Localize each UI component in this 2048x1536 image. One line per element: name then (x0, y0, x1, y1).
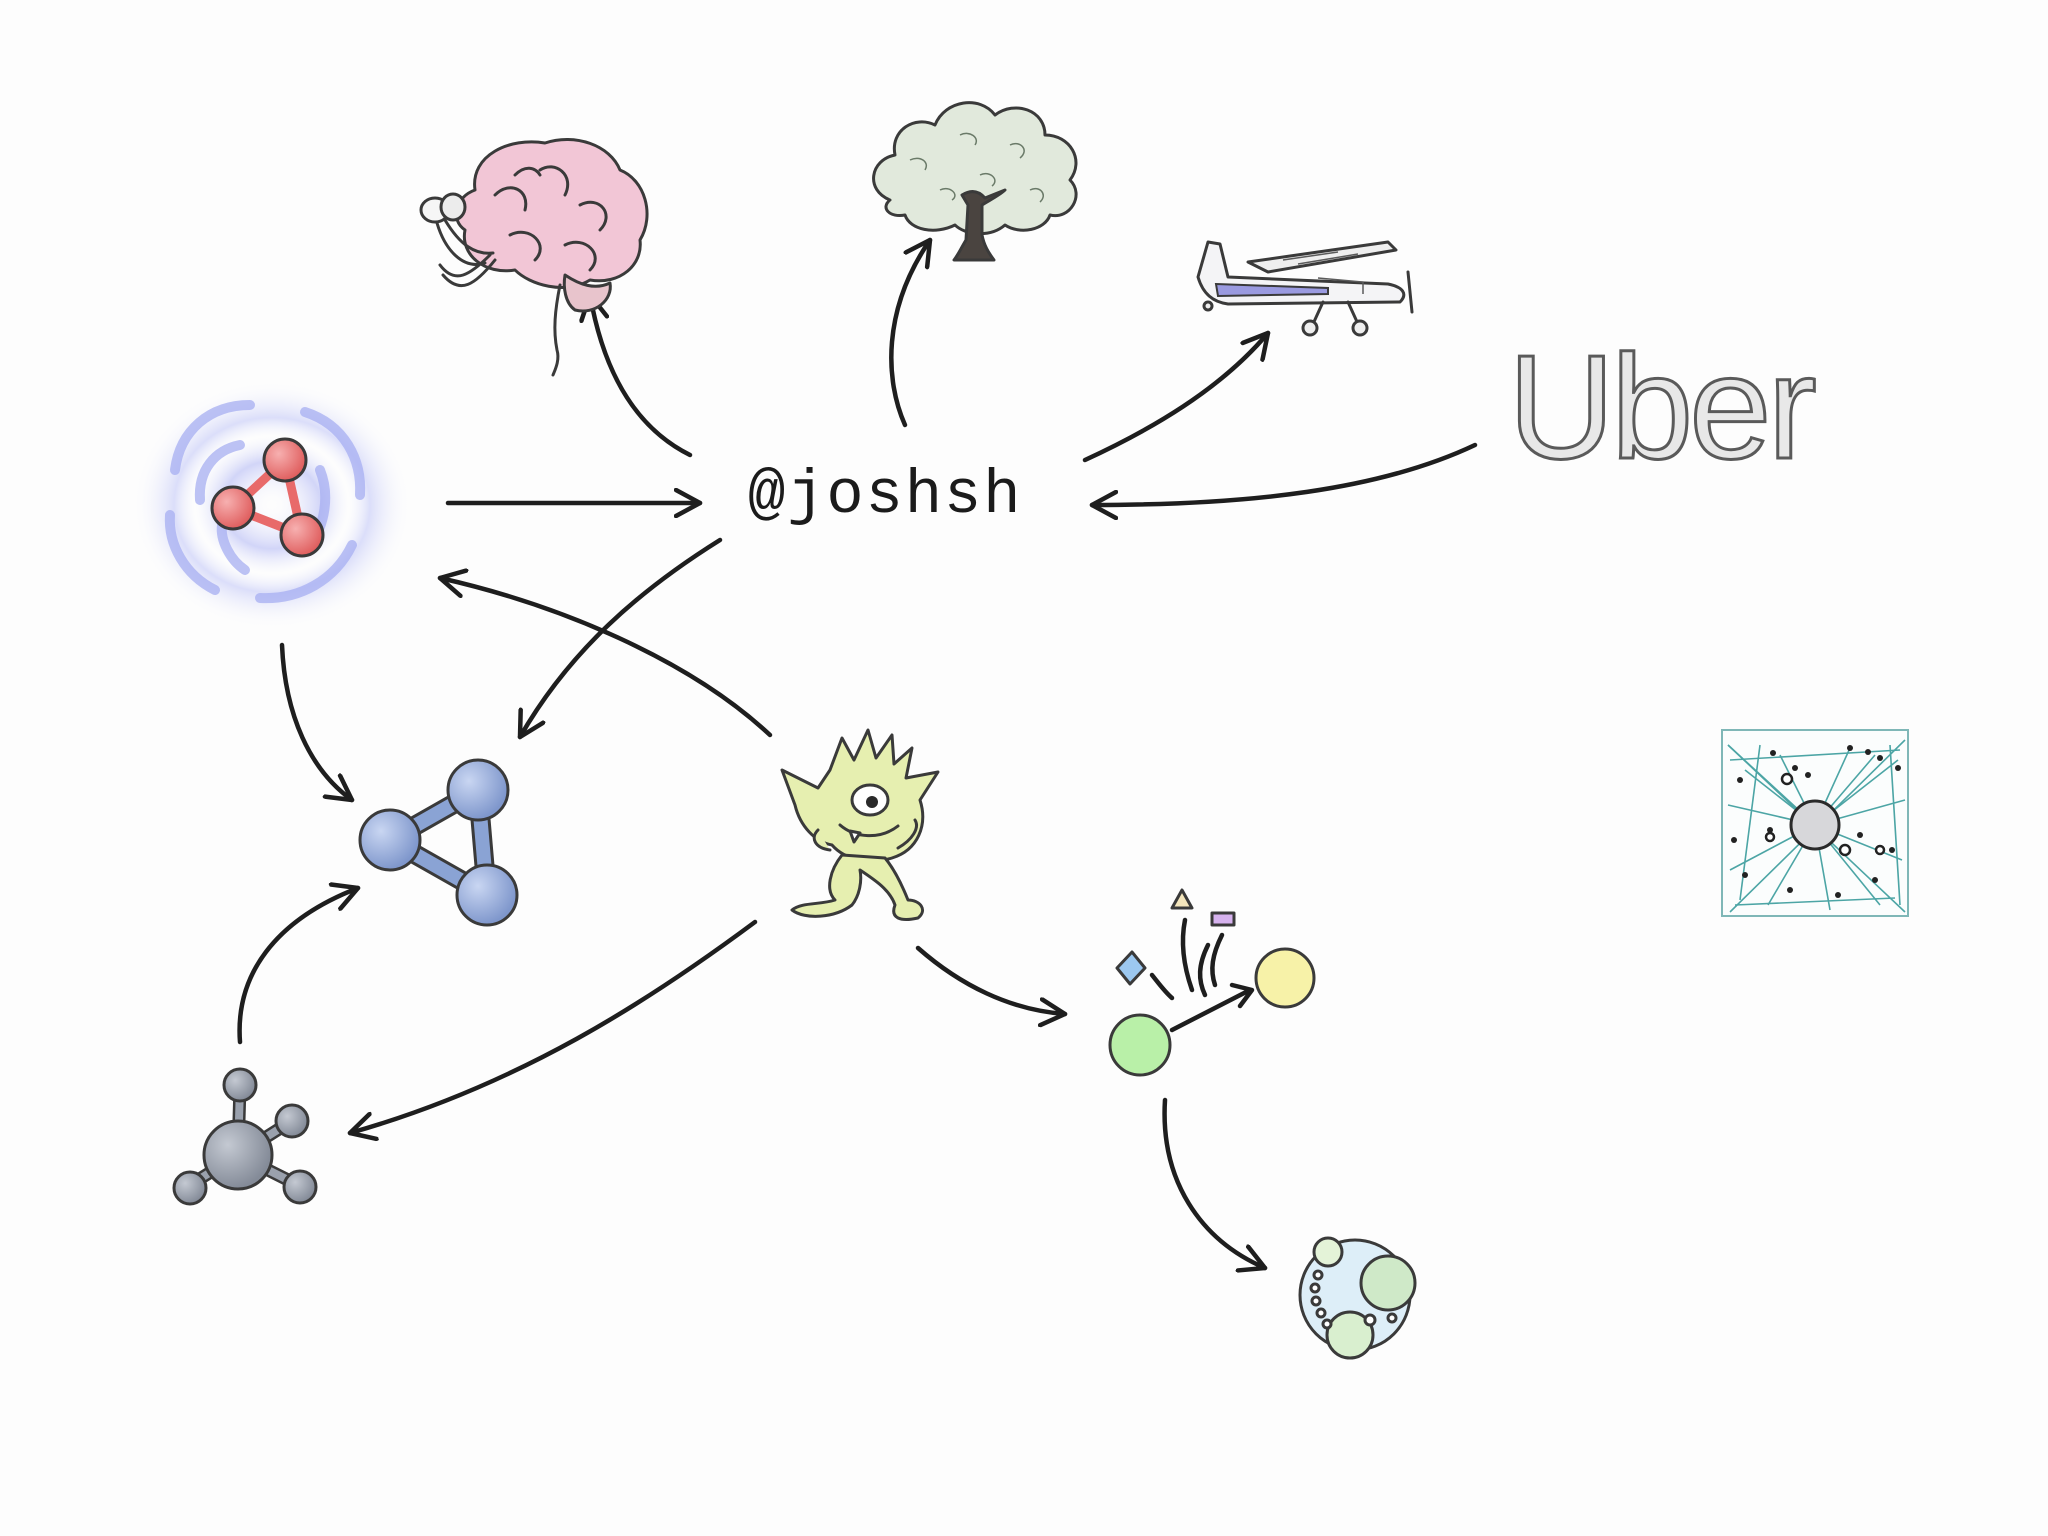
edge-center-to-brain (590, 292, 693, 458)
red-graph-halo-icon (132, 380, 412, 630)
network-square-icon (1721, 729, 1909, 917)
circle-pack-icon (1298, 1236, 1417, 1360)
edge-logo-to-center (1089, 442, 1478, 505)
tree-icon (872, 101, 1078, 262)
brain-icon (419, 138, 649, 377)
edge-molecule-to-bluegraph (237, 888, 361, 1045)
edge-center-to-airplane (1082, 330, 1271, 463)
edge-center-to-bluegraph (517, 537, 723, 740)
edge-center-to-tree (889, 237, 933, 428)
edge-goblin-to-redgraph (437, 578, 773, 738)
edge-nodes-to-circlepack (1162, 1097, 1268, 1268)
center-handle-label: @joshsh (748, 460, 1022, 531)
airplane-icon (1196, 240, 1414, 337)
node-edge-icon (1108, 888, 1316, 1077)
edge-goblin-to-molecule (347, 919, 758, 1133)
goblin-icon (780, 728, 940, 921)
edge-redgraph-to-bluegraph (279, 642, 355, 803)
grey-molecule-icon (172, 1067, 318, 1206)
uber-logo: Uber (1508, 325, 1815, 490)
edge-goblin-to-nodes (915, 945, 1068, 1014)
blue-graph-icon (358, 758, 519, 927)
edges (237, 237, 1478, 1268)
